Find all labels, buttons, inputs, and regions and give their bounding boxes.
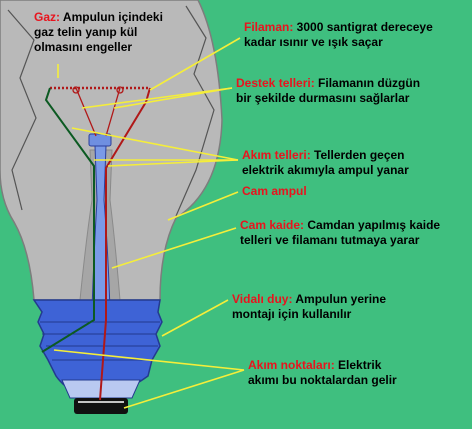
cam-kaide-line1: Camdan yapılmış kaide — [304, 218, 441, 232]
label-cam-ampul: Cam ampul — [242, 184, 307, 199]
term-filaman: Filaman: — [244, 20, 294, 34]
leader-cam-ampul — [167, 191, 239, 221]
support-loop-2 — [116, 86, 124, 94]
leader-destek-2 — [113, 87, 233, 109]
vidali-duy-line1: Ampulun yerine — [292, 292, 387, 306]
filaman-line2: kadar ısınır ve ışık saçar — [244, 35, 383, 49]
akim-noktalari-line1: Elektrik — [334, 358, 382, 372]
lead-wire-red — [99, 87, 151, 401]
lead-wire-green — [41, 87, 95, 353]
label-vidali-duy: Vidalı duy: Ampulun yerine montajı için … — [232, 292, 386, 322]
leader-akim-3 — [71, 127, 239, 161]
leader-akim-noktalari-1 — [53, 349, 245, 371]
label-akim-noktalari: Akım noktaları: Elektrik akımı bu noktal… — [248, 358, 397, 388]
label-filaman: Filaman: 3000 santigrat dereceye kadar ı… — [244, 20, 433, 50]
leader-akim-2 — [107, 159, 239, 167]
leader-vidali-duy — [161, 299, 229, 337]
support-wire-2 — [105, 87, 121, 137]
akim-telleri-line2: elektrik akımıyla ampul yanar — [242, 163, 409, 177]
term-akim-noktalari: Akım noktaları: — [248, 358, 335, 372]
stem-top-cap — [88, 133, 112, 147]
support-loop-1 — [72, 86, 80, 94]
gaz-line3: olmasını engeller — [34, 40, 133, 54]
term-destek: Destek telleri: — [236, 76, 315, 90]
contact-tip — [74, 398, 128, 414]
label-akim-telleri: Akım telleri: Tellerden geçen elektrik a… — [242, 148, 409, 178]
destek-line1: Filamanın düzgün — [314, 76, 421, 90]
leader-akim-noktalari-2 — [123, 369, 245, 409]
glass-crack-left — [7, 9, 37, 211]
term-cam-kaide: Cam kaide: — [240, 218, 305, 232]
term-gaz: Gaz: — [34, 10, 61, 24]
gaz-line1: Ampulun içindeki — [60, 10, 163, 24]
support-wire-1 — [75, 87, 97, 137]
term-vidali-duy: Vidalı duy: — [232, 292, 293, 306]
destek-line2: bir şekilde durmasını sağlarlar — [236, 91, 410, 105]
leader-destek-1 — [81, 87, 233, 109]
label-destek-telleri: Destek telleri: Filamanın düzgün bir şek… — [236, 76, 420, 106]
label-gaz: Gaz: Ampulun içindeki gaz telin yanıp kü… — [34, 10, 163, 55]
gaz-line2: gaz telin yanıp kül — [34, 25, 138, 39]
label-cam-kaide: Cam kaide: Camdan yapılmış kaide telleri… — [240, 218, 440, 248]
akim-noktalari-line2: akımı bu noktalardan gelir — [248, 373, 397, 387]
vidali-duy-line2: montajı için kullanılır — [232, 307, 352, 321]
leader-cam-kaide — [111, 227, 237, 269]
leader-filaman — [149, 37, 241, 91]
term-akim-telleri: Akım telleri: — [242, 148, 311, 162]
akim-telleri-line1: Tellerden geçen — [310, 148, 405, 162]
term-cam-ampul: Cam ampul — [242, 184, 307, 198]
cam-kaide-line2: telleri ve filamanı tutmaya yarar — [240, 233, 420, 247]
filaman-line1: 3000 santigrat dereceye — [293, 20, 433, 34]
